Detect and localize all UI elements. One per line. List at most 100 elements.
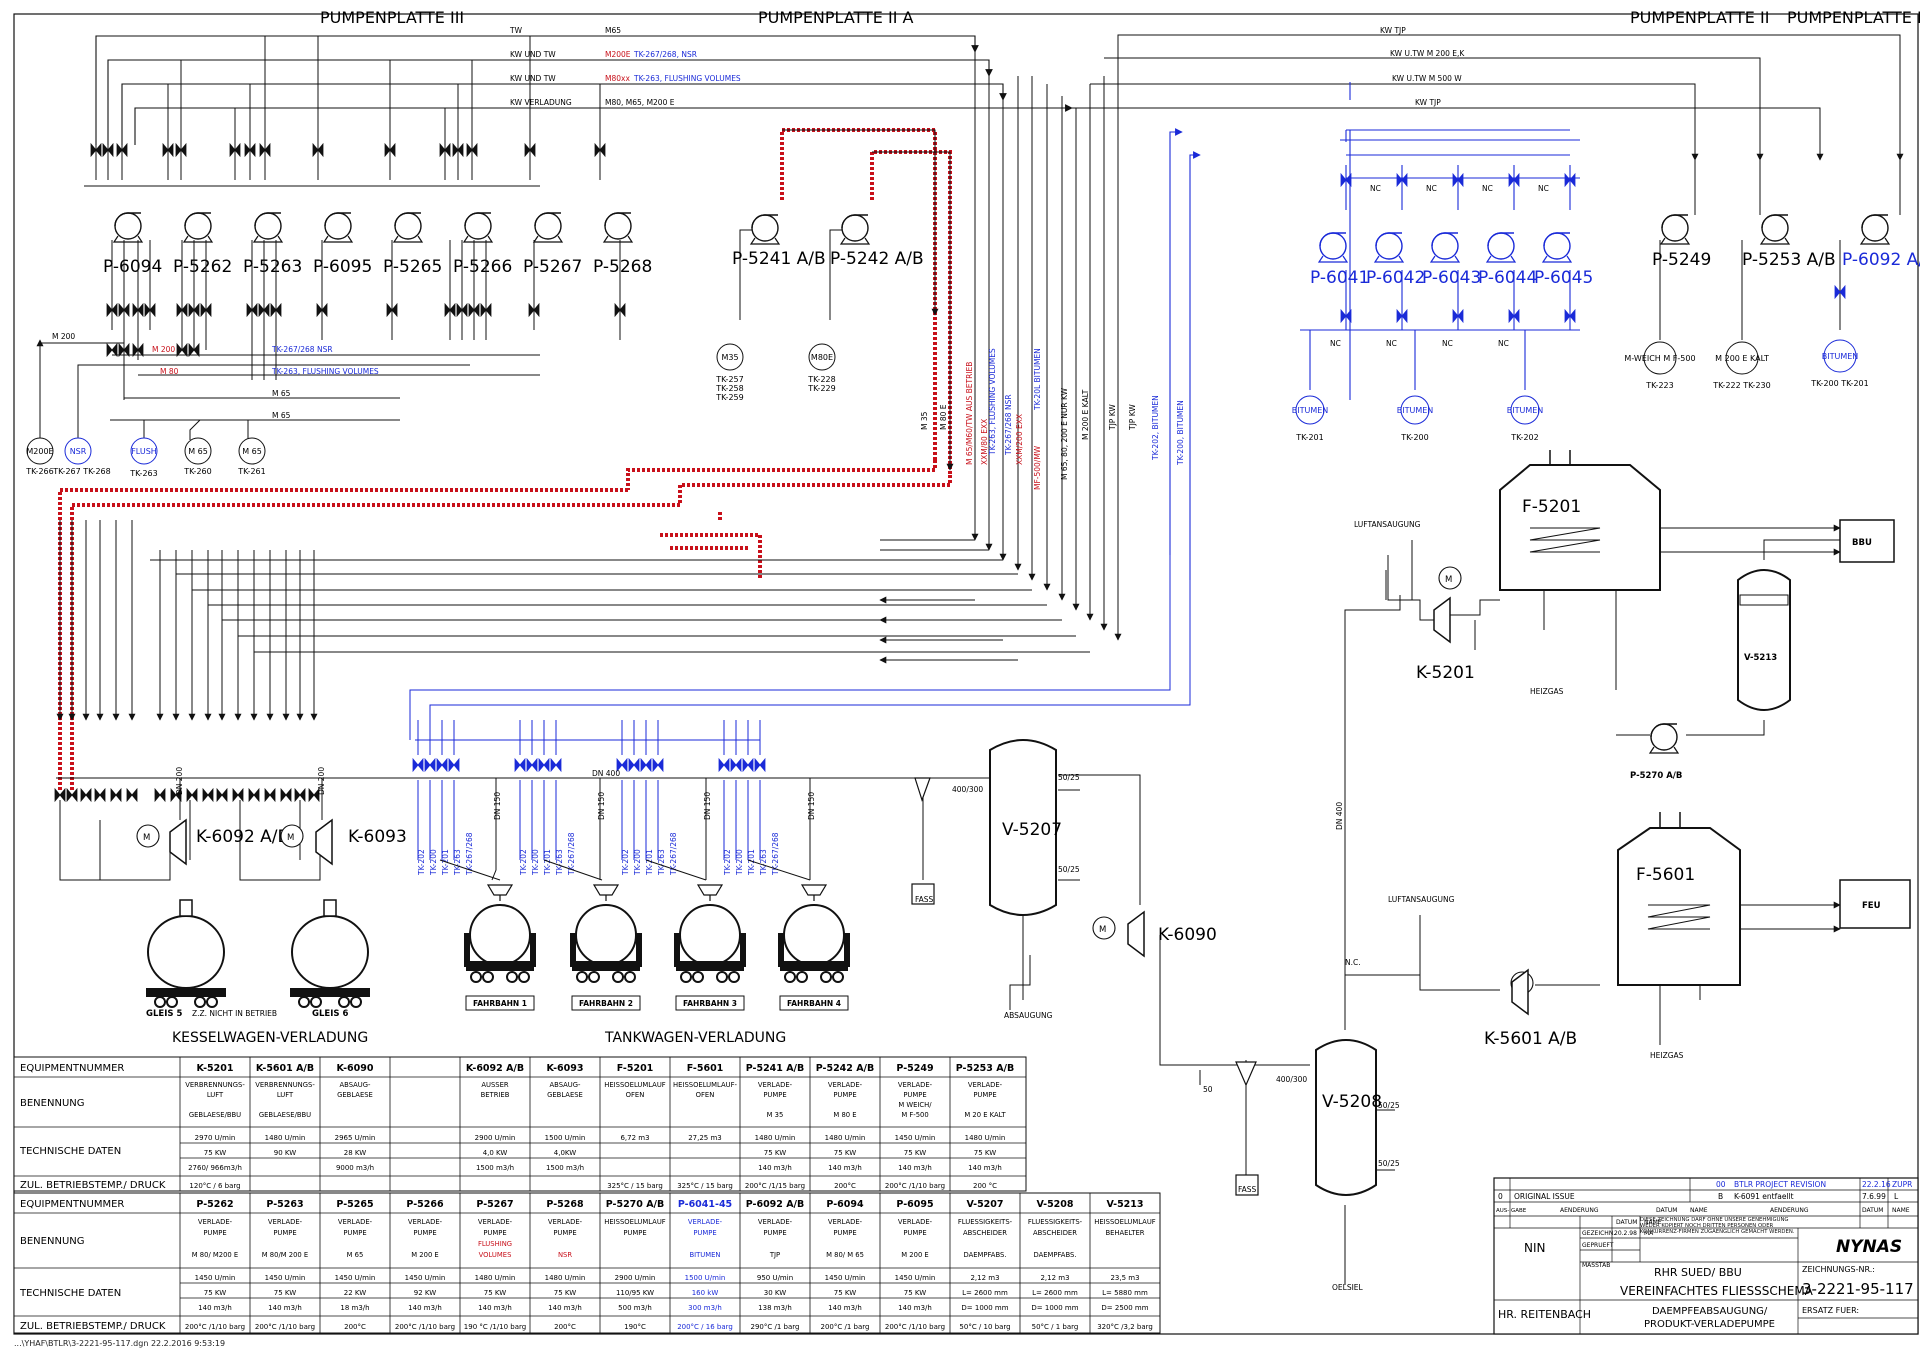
table-cell: 2900 U/min <box>475 1134 516 1142</box>
dn-label: DN 150 <box>703 792 712 820</box>
table-cell: 140 m3/h <box>828 1164 862 1172</box>
table-cell: 2,12 m3 <box>970 1274 999 1282</box>
table-cell: 140 m3/h <box>758 1164 792 1172</box>
table-cell: D= 2500 mm <box>1101 1304 1148 1312</box>
table-cell: 320°C /3,2 barg <box>1097 1323 1153 1331</box>
table-cell: VERLADE- <box>828 1218 863 1226</box>
table-cell: DAEMPFABS. <box>964 1251 1007 1259</box>
line-label: KW VERLADUNG <box>510 98 572 107</box>
table-cell: 4,0 KW <box>483 1149 508 1157</box>
line-label: KW U.TW M 500 W <box>1392 74 1462 83</box>
tk-label: TK-263 <box>555 849 564 876</box>
table-header-cell: P-6094 <box>826 1199 864 1210</box>
table-cell: HEISSOELUMLAUF <box>604 1081 666 1089</box>
vertical-label: TK-20L BITUMEN <box>1033 348 1042 411</box>
table-cell: 30 KW <box>764 1289 786 1297</box>
nc-label: NC <box>1426 184 1437 193</box>
tk-label: TK-201 <box>543 849 552 876</box>
table-header-cell: P-5266 <box>406 1199 444 1210</box>
line-label: KW UND TW <box>510 74 556 83</box>
table-header-cell: P-5253 A/B <box>956 1063 1015 1074</box>
table-header-cell: P-5241 A/B <box>746 1063 805 1074</box>
table-header-cell: K-6092 A/B <box>466 1063 524 1074</box>
table-cell: GEBLAESE <box>547 1091 583 1099</box>
tank-truck <box>673 884 747 983</box>
table-cell: PUMPE <box>903 1229 926 1237</box>
table-cell: 1450 U/min <box>895 1134 936 1142</box>
pump-symbol <box>533 212 563 243</box>
table-cell: 75 KW <box>204 1149 226 1157</box>
separator-v5207: V-5207 FASS 400/300 50/25 50/25 ABSAUGUN… <box>911 739 1141 1020</box>
tank-id: TK-263 <box>129 469 157 478</box>
tank-name: BITUMEN <box>1822 352 1859 361</box>
tank-name: FLUSH <box>131 447 157 456</box>
gleis-label: GLEIS 5 <box>146 1009 182 1019</box>
head-datum: DATUM <box>1862 1207 1883 1214</box>
pp3-line-labels: M 200 M 200 M 80 TK-267/268 NSR TK-263, … <box>52 332 379 420</box>
equipment-label: V-5213 <box>1744 653 1777 663</box>
table-cell: 28 KW <box>344 1149 366 1157</box>
table-cell: M 80/M 200 E <box>262 1251 308 1259</box>
rail-car <box>289 899 371 1008</box>
rail-cars: GLEIS 5 Z.Z. NICHT IN BETRIEB GLEIS 6 KE… <box>145 899 371 1046</box>
table-cell: 18 m3/h <box>340 1304 369 1312</box>
geprueft-label: GEPRUEFT <box>1582 1242 1614 1249</box>
table-cell: VERLADE- <box>898 1081 933 1089</box>
head-name: NAME <box>1892 1207 1910 1214</box>
tank-name: M 200 E KALT <box>1715 354 1769 363</box>
fahrbahn-label: FAHRBAHN 2 <box>579 999 633 1008</box>
tank-id: TK-223 <box>1645 381 1673 390</box>
pump-symbol <box>840 214 870 245</box>
tk-label: TK-202 <box>417 849 426 876</box>
line-label: TK-263, FLUSHING VOLUMES <box>271 367 379 376</box>
fass-label: FASS <box>915 895 934 904</box>
tank-truck <box>463 884 537 983</box>
table-cell: 200°C /1/10 barg <box>185 1323 245 1331</box>
heizgas-label: HEIZGAS <box>1650 1051 1684 1060</box>
tk-label: TK-202 <box>723 849 732 876</box>
table-cell: HEISSOELUMLAUF <box>604 1218 666 1226</box>
table-cell: M WEICH/ <box>898 1101 932 1109</box>
equipment-label: K-5201 <box>1416 663 1475 683</box>
pp3-valves-bottom <box>106 303 626 357</box>
compressor-k6093: M K-6093 <box>280 819 407 865</box>
table-cell: 140 m3/h <box>268 1304 302 1312</box>
title-block: 00 BTLR PROJECT REVISION 22.2.16 ZUPR B … <box>1493 1177 1919 1335</box>
table-cell: M 200 E <box>901 1251 928 1259</box>
nc-label: NC <box>1442 339 1453 348</box>
feu-label: FEU <box>1862 901 1881 911</box>
table-cell: FLUSHING <box>478 1240 512 1248</box>
table-cell: L= 2600 mm <box>1032 1289 1078 1297</box>
table-header-cell: P-5263 <box>266 1199 303 1210</box>
header-pumpenplatte-3: PUMPENPLATTE III <box>320 8 464 27</box>
line-tag: M200E <box>605 50 631 59</box>
table-cell: M 35 <box>767 1111 784 1119</box>
table-header-cell: V-5213 <box>1106 1199 1143 1210</box>
table-cell: L= 2600 mm <box>962 1289 1008 1297</box>
table-cell: 1500 U/min <box>545 1134 586 1142</box>
rev-text: BTLR PROJECT REVISION <box>1734 1180 1826 1189</box>
table-cell: 1480 U/min <box>265 1134 306 1142</box>
row-label: ZUL. BETRIEBSTEMP./ DRUCK <box>20 1321 166 1332</box>
table-cell: M 20 E KALT <box>964 1111 1006 1119</box>
table-cell: 2900 U/min <box>615 1274 656 1282</box>
equipment-label: K-5601 A/B <box>1484 1029 1577 1049</box>
size-label: 50/25 <box>1378 1159 1400 1168</box>
vessel-v5213: V-5213 <box>1616 539 1840 736</box>
pump-label: P-6044 <box>1478 268 1537 288</box>
pump-symbol <box>393 212 423 243</box>
table-cell: ABSAUG- <box>340 1081 372 1089</box>
luft-label: LUFTANSAUGUNG <box>1354 520 1421 529</box>
table-cell: 75 KW <box>484 1289 506 1297</box>
pump-label: P-5266 <box>453 257 512 277</box>
line-label: M 200 <box>52 332 75 341</box>
table-cell: M 80/ M 65 <box>826 1251 864 1259</box>
table-header-cell: V-5208 <box>1036 1199 1073 1210</box>
tk-label: TK-200 <box>429 849 438 876</box>
table-cell: 140 m3/h <box>968 1164 1002 1172</box>
table-header-cell: F-5601 <box>687 1063 724 1074</box>
table-cell: ABSCHEIDER <box>963 1229 1007 1237</box>
tk-label: TK-263 <box>759 849 768 876</box>
tank-truck <box>569 884 643 983</box>
tk-label: TK-267/268 <box>465 832 474 876</box>
